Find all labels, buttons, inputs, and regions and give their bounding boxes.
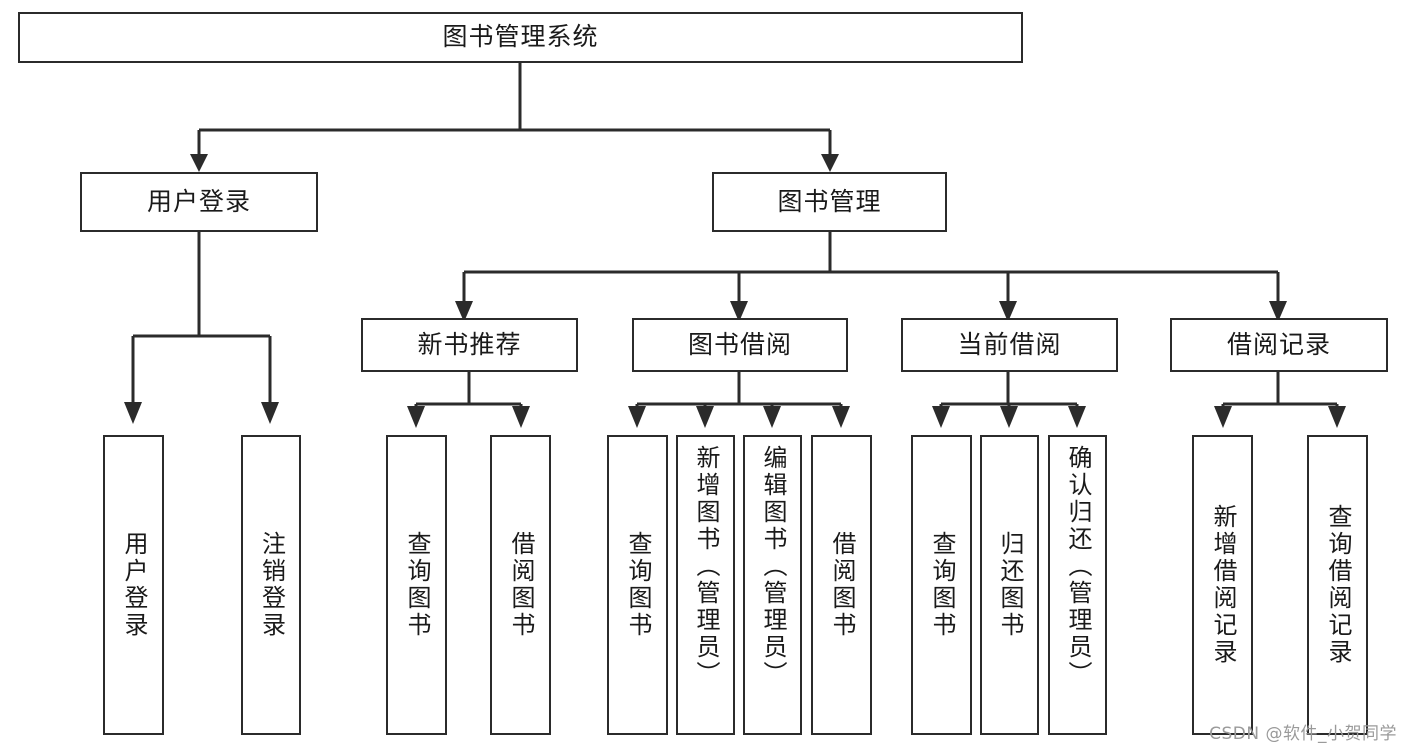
- leaf-user-login-label: 用户登录: [119, 531, 148, 639]
- node-root-label: 图书管理系统: [442, 22, 599, 52]
- leaf-query-book-borrow[interactable]: 查询图书: [607, 435, 668, 735]
- leaf-confirm-return-label: 确认归还（管理员）: [1063, 445, 1092, 688]
- leaf-edit-book-label: 编辑图书（管理员）: [758, 445, 787, 688]
- leaf-query-book-borrow-label: 查询图书: [623, 531, 652, 639]
- arrowhead-leaf-return-book: [1000, 406, 1018, 428]
- arrowhead-leaf-query-book-1: [407, 406, 425, 428]
- leaf-query-book-current-label: 查询图书: [927, 531, 956, 639]
- arrowhead-book-mgmt: [821, 154, 839, 172]
- leaf-edit-book[interactable]: 编辑图书（管理员）: [743, 435, 802, 735]
- leaf-query-book-current[interactable]: 查询图书: [911, 435, 972, 735]
- csdn-watermark: CSDN @软件_小贺同学: [1209, 724, 1397, 744]
- leaf-borrow-book-recommend-label: 借阅图书: [506, 531, 535, 639]
- leaf-logout[interactable]: 注销登录: [241, 435, 301, 735]
- node-root-book-management-system[interactable]: 图书管理系统: [18, 12, 1023, 63]
- leaf-borrow-book-recommend[interactable]: 借阅图书: [490, 435, 551, 735]
- arrowhead-leaf-confirm-return: [1068, 406, 1086, 428]
- node-book-borrow-label: 图书借阅: [687, 329, 792, 359]
- node-book-management-label: 图书管理: [777, 186, 882, 216]
- node-current-borrow[interactable]: 当前借阅: [901, 318, 1118, 372]
- leaf-return-book[interactable]: 归还图书: [980, 435, 1039, 735]
- leaf-add-book[interactable]: 新增图书（管理员）: [676, 435, 735, 735]
- leaf-borrow-book[interactable]: 借阅图书: [811, 435, 872, 735]
- arrowhead-leaf-query-book-2: [628, 406, 646, 428]
- arrowhead-leaf-edit-book: [763, 406, 781, 428]
- leaf-user-login[interactable]: 用户登录: [103, 435, 164, 735]
- arrowhead-leaf-add-record: [1214, 406, 1232, 428]
- node-user-login[interactable]: 用户登录: [80, 172, 318, 232]
- leaf-borrow-book-label: 借阅图书: [827, 531, 856, 639]
- leaf-query-borrow-record[interactable]: 查询借阅记录: [1307, 435, 1368, 735]
- arrowhead-leaf-borrow-book-1: [512, 406, 530, 428]
- leaf-query-book-recommend[interactable]: 查询图书: [386, 435, 447, 735]
- leaf-add-borrow-record[interactable]: 新增借阅记录: [1192, 435, 1253, 735]
- arrowhead-user-login: [190, 154, 208, 172]
- leaf-query-book-recommend-label: 查询图书: [402, 531, 431, 639]
- leaf-query-borrow-record-label: 查询借阅记录: [1323, 504, 1352, 666]
- node-borrow-record[interactable]: 借阅记录: [1170, 318, 1388, 372]
- arrowhead-leaf-query-book-3: [932, 406, 950, 428]
- leaf-add-book-label: 新增图书（管理员）: [691, 445, 720, 688]
- node-new-book-recommend[interactable]: 新书推荐: [361, 318, 578, 372]
- arrowhead-leaf-add-book: [696, 406, 714, 428]
- node-user-login-label: 用户登录: [146, 186, 251, 216]
- leaf-return-book-label: 归还图书: [995, 531, 1024, 639]
- leaf-logout-label: 注销登录: [257, 531, 286, 639]
- node-current-borrow-label: 当前借阅: [957, 329, 1062, 359]
- node-borrow-record-label: 借阅记录: [1226, 329, 1331, 359]
- leaf-add-borrow-record-label: 新增借阅记录: [1208, 504, 1237, 666]
- arrowhead-leaf-borrow-book-2: [832, 406, 850, 428]
- node-new-book-recommend-label: 新书推荐: [417, 329, 522, 359]
- arrowhead-leaf-query-record: [1328, 406, 1346, 428]
- node-book-borrow[interactable]: 图书借阅: [632, 318, 848, 372]
- arrowhead-leaf-logout: [261, 402, 279, 424]
- node-book-management[interactable]: 图书管理: [712, 172, 947, 232]
- leaf-confirm-return[interactable]: 确认归还（管理员）: [1048, 435, 1107, 735]
- arrowhead-leaf-user-login: [124, 402, 142, 424]
